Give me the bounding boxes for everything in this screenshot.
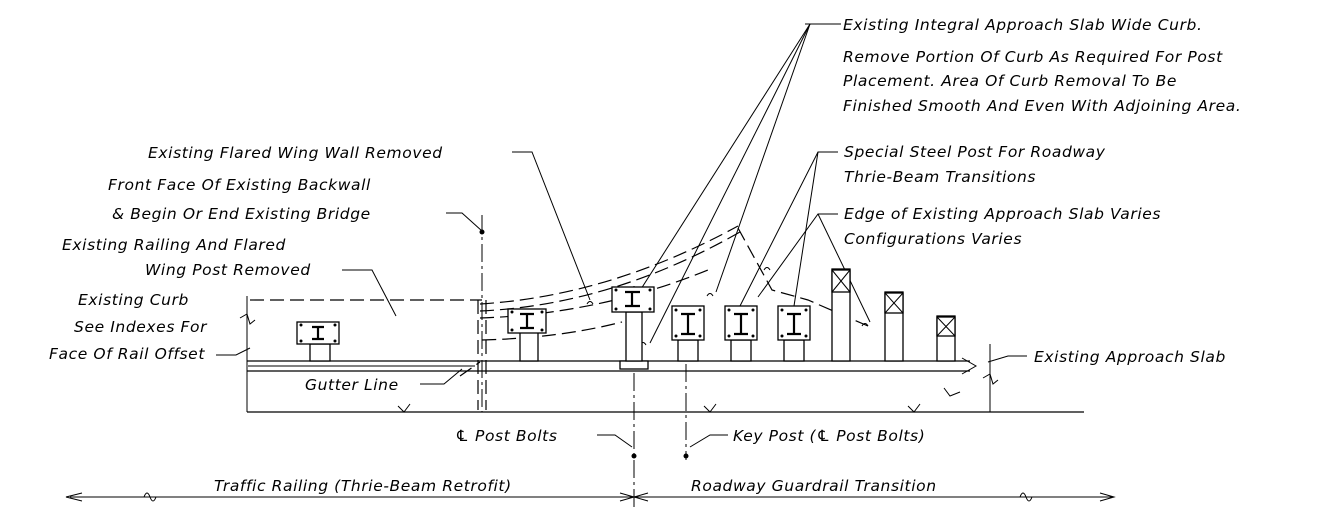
leader-special-post-a bbox=[739, 151, 838, 307]
leader-approach-slab bbox=[987, 355, 1027, 363]
label-curb-note-line4: Finished Smooth And Even With Adjoining … bbox=[843, 97, 1241, 115]
leader-special-post-b bbox=[793, 151, 819, 307]
label-railing-line1: Existing Railing And Flared bbox=[62, 236, 286, 254]
leader-gutter-line bbox=[420, 368, 463, 385]
leader-cl-post-bolts bbox=[597, 434, 633, 448]
block-cross-icon bbox=[884, 292, 904, 314]
label-curb-line1: Existing Curb bbox=[78, 291, 189, 309]
post-key bbox=[671, 305, 705, 362]
arrow-right-icon bbox=[1099, 492, 1116, 502]
post-block-1 bbox=[831, 268, 851, 362]
post-stem bbox=[730, 339, 752, 362]
break-symbol-slab-2 bbox=[703, 403, 717, 413]
posts bbox=[296, 268, 956, 370]
post-existing-2 bbox=[507, 308, 547, 362]
label-special-post-line2: Thrie-Beam Transitions bbox=[844, 168, 1036, 186]
post-block-2 bbox=[884, 291, 904, 362]
label-curb-note-line1: Existing Integral Approach Slab Wide Cur… bbox=[843, 16, 1203, 34]
label-key-post: Key Post (℄ Post Bolts) bbox=[733, 427, 925, 445]
post-base bbox=[619, 360, 649, 370]
post-special-2 bbox=[777, 305, 811, 362]
label-cl-post-bolts: ℄ Post Bolts bbox=[455, 427, 558, 445]
backwall-dot bbox=[479, 229, 485, 235]
ibeam-icon bbox=[625, 290, 640, 308]
label-curb-note-line3: Placement. Area Of Curb Removal To Be bbox=[843, 72, 1177, 90]
block-cross-icon bbox=[831, 269, 851, 293]
leader-curb-note-a bbox=[633, 23, 811, 301]
post-block-3 bbox=[936, 315, 956, 362]
break-mark-2 bbox=[706, 293, 714, 297]
post-stem bbox=[519, 331, 539, 362]
label-curb-note-line2: Remove Portion Of Curb As Required For P… bbox=[843, 48, 1223, 66]
dimension-lines bbox=[65, 492, 1116, 502]
post-stem bbox=[309, 343, 331, 362]
dimension-break-right bbox=[1019, 492, 1033, 502]
break-symbol-right bbox=[982, 373, 999, 385]
post-cl bbox=[611, 286, 655, 370]
break-symbol-slab-1 bbox=[397, 403, 411, 413]
annotation-labels: Existing Integral Approach Slab Wide Cur… bbox=[49, 16, 1241, 495]
arrow-left-icon bbox=[65, 492, 83, 502]
leader-lines bbox=[216, 23, 1027, 448]
label-wing-wall: Existing Flared Wing Wall Removed bbox=[148, 144, 443, 162]
post-existing-1 bbox=[296, 321, 340, 362]
ibeam-icon bbox=[734, 312, 748, 336]
break-mark-4 bbox=[763, 267, 771, 271]
label-edge-slab-line1: Edge of Existing Approach Slab Varies bbox=[844, 205, 1161, 223]
dimension-break-left bbox=[143, 492, 157, 502]
break-symbol-slab-3 bbox=[907, 403, 921, 413]
ibeam-icon bbox=[520, 312, 534, 330]
break-mark-5 bbox=[861, 323, 869, 327]
post-special-1 bbox=[724, 305, 758, 362]
arrow-mid-right-icon bbox=[632, 492, 649, 502]
leader-curb-note-c bbox=[715, 23, 811, 293]
curb-removed-curve bbox=[481, 321, 623, 341]
label-gutter-line: Gutter Line bbox=[305, 376, 399, 394]
centerlines bbox=[479, 215, 689, 510]
leader-front-face bbox=[446, 212, 483, 232]
post-stem bbox=[625, 311, 643, 362]
break-symbol-left bbox=[239, 313, 256, 325]
leader-wing-wall bbox=[512, 151, 591, 301]
leader-edge-slab-a bbox=[757, 213, 838, 298]
label-approach-slab: Existing Approach Slab bbox=[1034, 348, 1226, 366]
slab-break-arrow bbox=[961, 357, 978, 375]
leader-curb-note-b bbox=[649, 23, 811, 344]
gutter-dash bbox=[459, 361, 481, 377]
block-cross-icon bbox=[936, 316, 956, 337]
ibeam-icon bbox=[787, 312, 801, 336]
leader-key-post bbox=[689, 434, 728, 448]
slab-lines bbox=[239, 296, 1084, 413]
ibeam-icon bbox=[681, 312, 695, 336]
wing-wall-curve-1 bbox=[479, 225, 739, 305]
post-stem bbox=[783, 339, 805, 362]
label-guardrail-transition: Roadway Guardrail Transition bbox=[691, 477, 937, 495]
break-symbol-slab-4 bbox=[943, 387, 961, 397]
label-front-face-line2: & Begin Or End Existing Bridge bbox=[112, 205, 371, 223]
key-post-dot bbox=[683, 453, 689, 459]
ibeam-icon bbox=[312, 325, 324, 341]
label-front-face-line1: Front Face Of Existing Backwall bbox=[108, 176, 371, 194]
leader-edge-slab-b bbox=[817, 213, 871, 323]
label-special-post-line1: Special Steel Post For Roadway bbox=[844, 143, 1106, 161]
label-curb-line2: See Indexes For bbox=[74, 318, 208, 336]
cl-post-bolts-dot bbox=[631, 453, 637, 459]
label-traffic-railing: Traffic Railing (Thrie-Beam Retrofit) bbox=[214, 477, 512, 495]
label-railing-line2: Wing Post Removed bbox=[145, 261, 311, 279]
leader-curb bbox=[216, 347, 251, 356]
post-stem bbox=[677, 339, 699, 362]
wing-wall-curve-2 bbox=[479, 231, 741, 312]
label-curb-line3: Face Of Rail Offset bbox=[49, 345, 205, 363]
label-edge-slab-line2: Configurations Varies bbox=[844, 230, 1022, 248]
leader-railing bbox=[342, 269, 397, 317]
break-mark-1 bbox=[586, 301, 594, 305]
